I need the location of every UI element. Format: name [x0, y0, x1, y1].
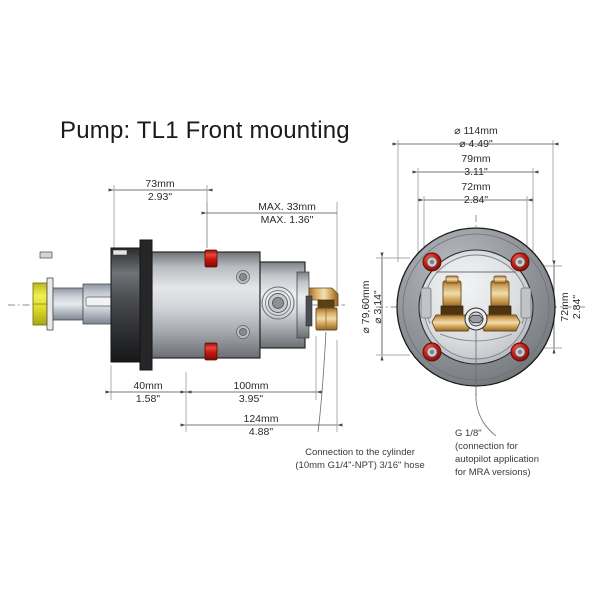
- dim-dia114-inch: ⌀ 4.49": [459, 138, 493, 150]
- body-screw-top: [236, 270, 250, 284]
- dim-72mm-v-inch: 2.84": [571, 295, 583, 319]
- dim-124mm-mm: 124mm: [243, 413, 278, 425]
- note-autopilot-line-2: (connection for: [455, 441, 518, 452]
- fitting-left-seal: [440, 305, 464, 316]
- note-cylinder-line-2: (10mm G1/4"-NPT) 3/16" hose: [295, 460, 424, 471]
- leader-cylinder-connection: [317, 331, 327, 433]
- bolt-head-top: [204, 249, 218, 268]
- clamp-tab-left: [420, 287, 432, 319]
- dim-72mm-h-mm: 72mm: [461, 181, 490, 193]
- shaft-keyway: [85, 296, 113, 307]
- dim-dia79-60-inch: ⌀ 3.14": [372, 290, 384, 324]
- dim-40mm-mm: 40mm: [133, 380, 162, 392]
- note-cylinder-line-1: Connection to the cylinder: [305, 447, 415, 458]
- annotation-cylinder-connection: Connection to the cylinder (10mm G1/4"-N…: [295, 447, 424, 471]
- dim-40mm-inch: 1.58": [136, 393, 160, 405]
- note-autopilot-line-1: G 1/8": [455, 428, 482, 439]
- dim-72mm-v-mm: 72mm: [559, 292, 571, 321]
- fitting-collar: [317, 299, 335, 309]
- bolt-bottom-right: [510, 342, 530, 362]
- dim-dia79-60-mm: ⌀ 79,60mm: [360, 280, 372, 333]
- leader-autopilot-connection: [475, 330, 497, 437]
- shaft-hex-nut: [32, 282, 48, 326]
- center-port: [464, 307, 488, 331]
- center-port-hex: [468, 314, 484, 324]
- front-elevation-view: ⌀ 114mm ⌀ 4.49" 79mm 3.11" 72mm 2.84" ⌀ …: [360, 125, 585, 437]
- shaft-washer: [46, 277, 54, 331]
- drive-shaft: [52, 283, 120, 325]
- dim-73mm-mm: 73mm: [145, 178, 174, 190]
- dim-max33-mm: MAX. 33mm: [258, 201, 316, 213]
- bolt-head-bottom: [204, 342, 218, 361]
- dim-100mm-inch: 3.95": [239, 393, 263, 405]
- bolt-bottom-left: [422, 342, 442, 362]
- fitting-port-block: [305, 295, 313, 327]
- fitting-right-seal: [488, 305, 512, 316]
- brass-elbow-fitting: [305, 287, 339, 331]
- flange-plate: [139, 239, 153, 371]
- brass-fitting-right: [479, 275, 521, 332]
- end-cap-center-boss: [261, 286, 295, 320]
- note-autopilot-line-3: autopilot application: [455, 454, 539, 465]
- annotation-autopilot-connection: G 1/8" (connection for autopilot applica…: [455, 428, 539, 478]
- dim-124mm-inch: 4.88": [249, 426, 273, 438]
- bolt-top-left: [422, 252, 442, 272]
- drawing-title: Pump: TL1 Front mounting: [60, 117, 350, 144]
- body-screw-bottom: [236, 325, 250, 339]
- dim-79mm-inch: 3.11": [464, 166, 488, 178]
- brass-fitting-left: [431, 275, 473, 332]
- dim-dia114-mm: ⌀ 114mm: [454, 125, 498, 137]
- bolt-top-right: [510, 252, 530, 272]
- dim-72mm-h-inch: 2.84": [464, 194, 488, 206]
- pump-body: [151, 251, 261, 359]
- dim-max33-inch: MAX. 1.36": [261, 214, 314, 226]
- note-autopilot-line-4: for MRA versions): [455, 467, 531, 478]
- dim-79mm-mm: 79mm: [461, 153, 490, 165]
- side-elevation-view: 73mm 2.93" MAX. 33mm MAX. 1.36" 40mm 1.5…: [8, 178, 345, 438]
- dim-73mm-inch: 2.93": [148, 191, 172, 203]
- dim-100mm-mm: 100mm: [233, 380, 268, 392]
- fitting-hex-nut: [315, 307, 338, 331]
- clamp-tab-right: [520, 287, 532, 319]
